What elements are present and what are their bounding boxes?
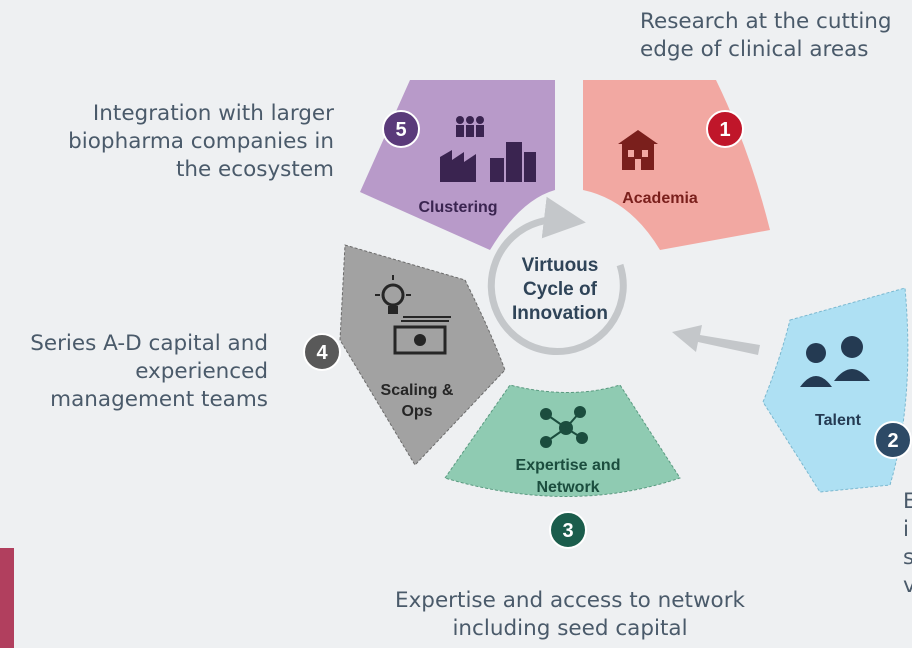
factory-city-icon xyxy=(440,116,536,182)
scaling-badge: 4 xyxy=(303,333,341,371)
scaling-wedge xyxy=(339,244,506,466)
scaling-segment: Scaling & Ops 4 xyxy=(303,244,506,466)
scaling-label-line1: Scaling & xyxy=(381,382,454,399)
people-icon xyxy=(800,336,870,387)
scaling-caption: Series A-D capital and experienced manag… xyxy=(30,331,268,412)
center-line3: Innovation xyxy=(512,303,608,324)
expertise-wedge xyxy=(444,384,681,497)
academia-wedge xyxy=(583,80,770,250)
expertise-label-line2: Network xyxy=(536,479,599,496)
talent-number: 2 xyxy=(887,430,898,452)
center-line2: Cycle of xyxy=(523,279,598,300)
school-icon xyxy=(618,130,658,170)
center-cycle: Virtuous Cycle of Innovation xyxy=(487,196,627,356)
clustering-segment: Clustering 5 xyxy=(360,80,555,250)
clustering-badge: 5 xyxy=(382,110,420,148)
cycle-ring xyxy=(487,196,627,356)
academia-segment: Academia 1 xyxy=(583,80,770,250)
clustering-label: Clustering xyxy=(418,199,497,216)
expertise-caption: Expertise and access to network includin… xyxy=(395,588,745,641)
talent-caption: E i s v xyxy=(903,489,912,598)
money-idea-icon xyxy=(375,275,451,355)
academia-label: Academia xyxy=(622,190,698,207)
expertise-number: 3 xyxy=(562,520,573,542)
center-line1: Virtuous xyxy=(522,255,599,276)
talent-badge: 2 xyxy=(874,421,912,459)
expertise-label-line1: Expertise and xyxy=(516,457,621,474)
talent-wedge xyxy=(762,287,909,493)
academia-caption: Research at the cutting edge of clinical… xyxy=(640,9,892,62)
expertise-segment: Expertise and Network 3 xyxy=(444,384,681,549)
academia-badge: 1 xyxy=(706,110,744,148)
academia-number: 1 xyxy=(719,119,730,141)
accent-bar xyxy=(0,548,14,648)
expertise-badge: 3 xyxy=(549,511,587,549)
talent-segment: Talent 2 xyxy=(762,287,912,493)
network-icon xyxy=(540,406,588,448)
scaling-number: 4 xyxy=(316,342,328,364)
talent-arrow xyxy=(672,325,760,355)
scaling-label-line2: Ops xyxy=(401,403,432,420)
talent-label: Talent xyxy=(815,412,862,429)
clustering-number: 5 xyxy=(395,119,406,141)
clustering-caption: Integration with larger biopharma compan… xyxy=(68,101,334,182)
